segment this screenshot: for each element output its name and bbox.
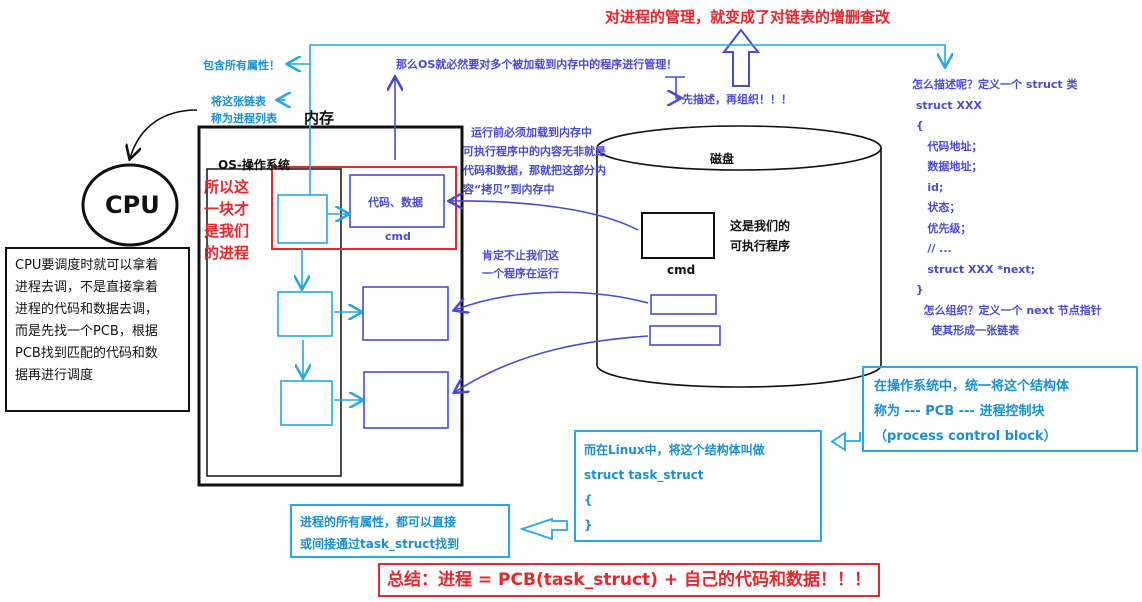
linked-list-note-2: 称为进程列表 xyxy=(211,112,277,125)
linux-line: struct task_struct xyxy=(584,468,704,482)
process-highlight xyxy=(271,166,457,250)
code-data-box-1 xyxy=(349,174,445,228)
struct-line: struct XXX *next; xyxy=(912,262,1036,276)
load-arrow-1 xyxy=(450,201,639,231)
hollow-arrow-os-to-linux xyxy=(830,431,861,452)
struct-line: { xyxy=(912,119,924,132)
load-note-4: 容“拷贝”到内存中 xyxy=(463,183,555,196)
linux-task-struct-box: 而在Linux中，将这个结构体叫做 struct task_struct { } xyxy=(574,430,822,542)
os-pcb-line: 称为 --- PCB --- 进程控制块 xyxy=(874,404,1045,419)
os-pcb-line: （process control block） xyxy=(874,429,1057,444)
os-pcb-line: 在操作系统中，统一将这个结构体 xyxy=(874,379,1070,394)
load-note-1: 运行前必须加载到内存中 xyxy=(471,126,592,139)
big-up-arrow xyxy=(721,28,761,87)
load-note-3: 代码和数据，那就把这部分内 xyxy=(463,164,606,177)
load-note-2: 可执行程序中的内容无非就是 xyxy=(463,145,606,158)
disk-top xyxy=(596,125,882,171)
cpu-note-line: CPU要调度时就可以拿着 xyxy=(15,258,159,273)
attr-line: 或间接通过task_struct找到 xyxy=(300,537,460,551)
process-label: 所以这 一块才 是我们 的进程 xyxy=(204,176,268,264)
code-data-label: 代码、数据 xyxy=(368,196,423,209)
disk-program-box-1 xyxy=(650,294,717,315)
disk-label: 磁盘 xyxy=(710,152,735,166)
struct-line: struct XXX xyxy=(912,98,982,112)
struct-line: } xyxy=(912,283,924,296)
cpu-circle xyxy=(81,163,179,247)
struct-line: 状态； xyxy=(912,201,961,214)
cpu-note-line: PCB找到匹配的代码和数 xyxy=(15,346,158,361)
code-data-box-3 xyxy=(363,371,449,429)
cmd-disk-label: cmd xyxy=(667,263,696,277)
disk-program-box-2 xyxy=(649,325,721,346)
cpu-note-line: 据再进行调度 xyxy=(15,368,94,383)
process-label-line: 的进程 xyxy=(204,244,250,262)
all-attrs-note: 包含所有属性！ xyxy=(203,59,280,72)
cpu-note-box: CPU要调度时就可以拿着 进程去调，不是直接拿着 进程的代码和数据去调， 而是先… xyxy=(5,247,190,412)
process-label-line: 是我们 xyxy=(204,222,250,240)
more-procs-note-1: 肯定不止我们这 xyxy=(482,249,559,262)
linux-line: 而在Linux中，将这个结构体叫做 xyxy=(584,443,765,457)
struct-line: 代码地址； xyxy=(912,139,983,153)
os-pcb-box: 在操作系统中，统一将这个结构体 称为 --- PCB --- 进程控制块 （pr… xyxy=(862,366,1138,452)
more-procs-note-2: 一个程序在运行 xyxy=(482,267,559,280)
code-data-box-2 xyxy=(362,286,449,341)
cpu-note-line: 进程去调，不是直接拿着 xyxy=(15,280,159,295)
describe-arrow xyxy=(676,77,680,98)
top-title: 对进程的管理，就变成了对链表的增删查改 xyxy=(605,8,891,26)
struct-line: 数据地址； xyxy=(912,160,983,173)
struct-line: 优先级； xyxy=(912,221,972,235)
struct-line: // ... xyxy=(912,242,952,255)
os-box xyxy=(206,168,342,477)
struct-line: id; xyxy=(912,180,944,194)
top-bracket-line xyxy=(309,44,945,195)
linked-list-note-1: 将这张链表 xyxy=(211,95,266,108)
disk-cylinder xyxy=(596,148,882,388)
struct-line: 怎么描述呢？定义一个 struct 类 xyxy=(912,78,1078,91)
hollow-arrow-linux-to-attr xyxy=(519,517,568,541)
executable-note-2: 可执行程序 xyxy=(730,239,791,253)
cpu-curve-arrow xyxy=(130,109,198,158)
summary-box: 总结：进程 = PCB(task_struct) + 自己的代码和数据！！！ xyxy=(378,563,880,597)
cpu-note-line: 而是先找一个PCB，根据 xyxy=(15,324,158,339)
process-label-line: 所以这 xyxy=(204,178,250,196)
memory-label: 内存 xyxy=(304,109,335,127)
attributes-box: 进程的所有属性，都可以直接 或间接通过task_struct找到 xyxy=(290,504,510,558)
pcb-box-3 xyxy=(280,380,333,426)
cmd-memory-label: cmd xyxy=(385,230,411,243)
load-arrow-2 xyxy=(455,291,649,310)
executable-box xyxy=(641,212,715,259)
attr-line: 进程的所有属性，都可以直接 xyxy=(300,515,457,529)
linux-line: { xyxy=(584,493,593,507)
cpu-note-line: 进程的代码和数据去调， xyxy=(15,302,159,317)
struct-line: 使其形成一张链表 xyxy=(912,324,1020,337)
linux-line: } xyxy=(584,518,593,532)
pcb-box-2 xyxy=(277,291,333,337)
os-label: OS-操作系统 xyxy=(218,158,290,172)
executable-note-1: 这是我们的 xyxy=(730,219,791,233)
struct-definition: 怎么描述呢？定义一个 struct 类 struct XXX { 代码地址； 数… xyxy=(912,75,1112,342)
describe-organize-note: 先描述，再组织！！！ xyxy=(682,93,792,106)
pcb-box-1 xyxy=(277,194,328,244)
struct-line: 怎么组织？定义一个 next 节点指针 xyxy=(912,303,1102,317)
cpu-label: CPU xyxy=(105,191,160,219)
process-label-line: 一块才 xyxy=(204,200,250,218)
os-manage-note: 那么OS就必然要对多个被加载到内存中的程序进行管理！ xyxy=(396,58,678,71)
load-arrow-3 xyxy=(455,335,649,392)
